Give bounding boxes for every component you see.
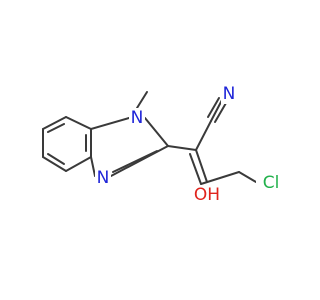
benzene-bond-4 — [42, 156, 67, 172]
n1-atom-label: N — [131, 108, 144, 128]
imidazole-inner-double-bond — [112, 150, 158, 173]
n3-atom-label: N — [97, 168, 110, 188]
structure-canvas: N N N OH Cl — [42, 84, 286, 205]
nitrile-triple-b — [207, 97, 220, 118]
ring-n3-bond — [90, 156, 96, 177]
imidazole-bond-c2-n3 — [110, 145, 169, 177]
benzene-inner-bond-a — [47, 123, 65, 133]
imidazole-bond-n1-c2 — [144, 117, 169, 147]
methyl-bond — [136, 91, 148, 109]
nitrile-nitrogen-label: N — [223, 84, 236, 104]
vinyl-double-bond-b — [189, 153, 202, 185]
hydroxyl-label: OH — [194, 185, 220, 205]
benzene-bond-5 — [65, 156, 92, 172]
nitrile-triple-a — [210, 99, 223, 122]
structure-diagram: N N N OH Cl — [42, 84, 286, 205]
ring-n1-bond — [90, 117, 130, 130]
chlorine-label: Cl — [263, 173, 280, 193]
vinyl-double-bond-a — [195, 149, 208, 183]
benzene-bond-2 — [42, 116, 67, 130]
nitrile-triple-c — [214, 102, 227, 123]
c2-vinyl-bond — [167, 145, 197, 151]
benzene-inner-bond-b — [47, 153, 65, 165]
vinyl-chloromethyl-bond — [200, 171, 240, 185]
cyano-bond — [195, 120, 212, 151]
benzene-bond-1 — [65, 116, 92, 130]
chloromethyl-cl-bond — [238, 171, 257, 183]
atom-label-layer: N N N OH Cl — [95, 84, 286, 205]
bond-layer — [42, 91, 257, 185]
